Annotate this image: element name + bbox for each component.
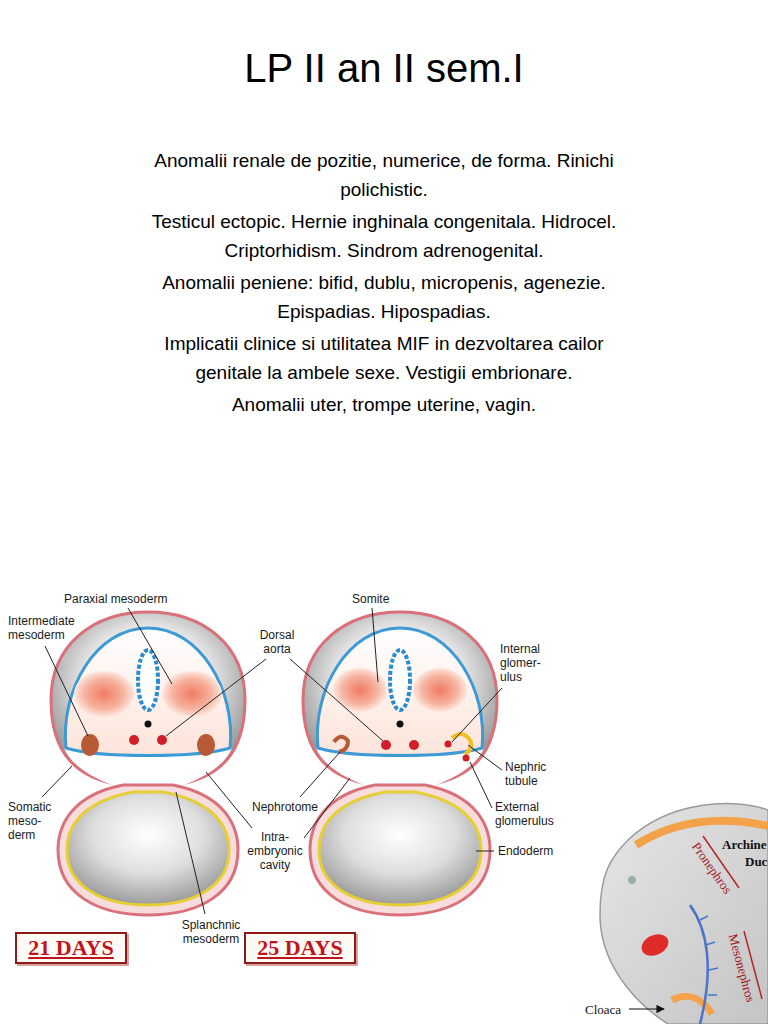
intermediate-mesoderm bbox=[81, 734, 99, 756]
nephric-tubule bbox=[452, 734, 471, 754]
part-label: Duc bbox=[745, 854, 767, 869]
dorsal-aorta bbox=[129, 735, 139, 745]
eye-spot bbox=[628, 876, 636, 884]
paraxial-mesoderm bbox=[74, 671, 134, 717]
paraxial-mesoderm bbox=[162, 671, 222, 717]
leader-line bbox=[290, 659, 383, 741]
dorsal-aorta bbox=[381, 740, 391, 750]
leader-line bbox=[128, 608, 172, 684]
part-label: Internal glomer- ulus bbox=[500, 642, 550, 684]
embryo-section bbox=[303, 612, 497, 915]
external-glomerulus bbox=[463, 755, 470, 762]
leader-line bbox=[42, 766, 72, 797]
day-label: 25 DAYS bbox=[257, 935, 342, 961]
slide-title: LP II an II sem.I bbox=[0, 44, 768, 92]
leader-line bbox=[452, 688, 502, 742]
nephrotome bbox=[334, 737, 348, 752]
leader-line bbox=[470, 762, 492, 808]
part-label: Nephrotome bbox=[252, 800, 318, 814]
part-label: Paraxial mesoderm bbox=[64, 592, 167, 606]
leader-lines bbox=[42, 608, 502, 914]
part-label: Intermediate mesoderm bbox=[8, 614, 82, 642]
leader-line bbox=[45, 646, 88, 736]
dorsal-aorta bbox=[157, 735, 167, 745]
leader-line bbox=[166, 659, 266, 736]
part-label: Endoderm bbox=[498, 844, 553, 858]
lateral-embryo bbox=[600, 804, 768, 1024]
internal-glomerulus bbox=[445, 741, 452, 748]
part-label: Intra- embryonic cavity bbox=[244, 830, 306, 872]
leader-line bbox=[468, 745, 502, 770]
embryo-section bbox=[51, 612, 245, 915]
embryo-25-days bbox=[303, 612, 497, 915]
day-box: 25 DAYS bbox=[244, 932, 355, 964]
leader-line bbox=[176, 792, 205, 914]
intermediate-mesoderm bbox=[197, 734, 215, 756]
leader-line bbox=[372, 608, 378, 682]
topic-list: Anomalii renale de pozitie, numerice, de… bbox=[134, 146, 634, 422]
nephric-tubules bbox=[700, 916, 718, 995]
heart bbox=[638, 930, 672, 960]
part-label: External glomerulus bbox=[495, 800, 561, 828]
topic-line: Implicatii clinice si utilitatea MIF in … bbox=[134, 329, 634, 387]
day-box: 21 DAYS bbox=[15, 932, 126, 964]
part-label: Archine bbox=[722, 837, 767, 852]
leader-line bbox=[476, 851, 494, 852]
leader-line bbox=[300, 752, 340, 797]
part-label: Dorsal aorta bbox=[250, 628, 304, 656]
somite bbox=[333, 668, 387, 712]
topic-line: Testicul ectopic. Hernie inghinala conge… bbox=[134, 207, 634, 265]
leader-line bbox=[206, 772, 252, 828]
day-label: 21 DAYS bbox=[28, 935, 113, 961]
topic-line: Anomalii renale de pozitie, numerice, de… bbox=[134, 146, 634, 204]
part-label: Splanchnic mesoderm bbox=[180, 918, 242, 946]
cloaca-arrow bbox=[629, 1008, 664, 1009]
part-label: Somite bbox=[352, 592, 389, 606]
topic-line: Anomalii peniene: bifid, dublu, micropen… bbox=[134, 268, 634, 326]
topic-line: Anomalii uter, trompe uterine, vagin. bbox=[134, 390, 634, 419]
somite bbox=[413, 668, 467, 712]
embryo-outline bbox=[600, 804, 768, 1024]
embryo-21-days bbox=[51, 612, 245, 915]
archinephric-duct bbox=[690, 905, 708, 1024]
part-label: Somatic meso- derm bbox=[8, 800, 58, 842]
dorsal-aorta bbox=[409, 740, 419, 750]
part-label: Nephric tubule bbox=[505, 760, 560, 788]
part-label: Cloaca bbox=[585, 1002, 621, 1017]
